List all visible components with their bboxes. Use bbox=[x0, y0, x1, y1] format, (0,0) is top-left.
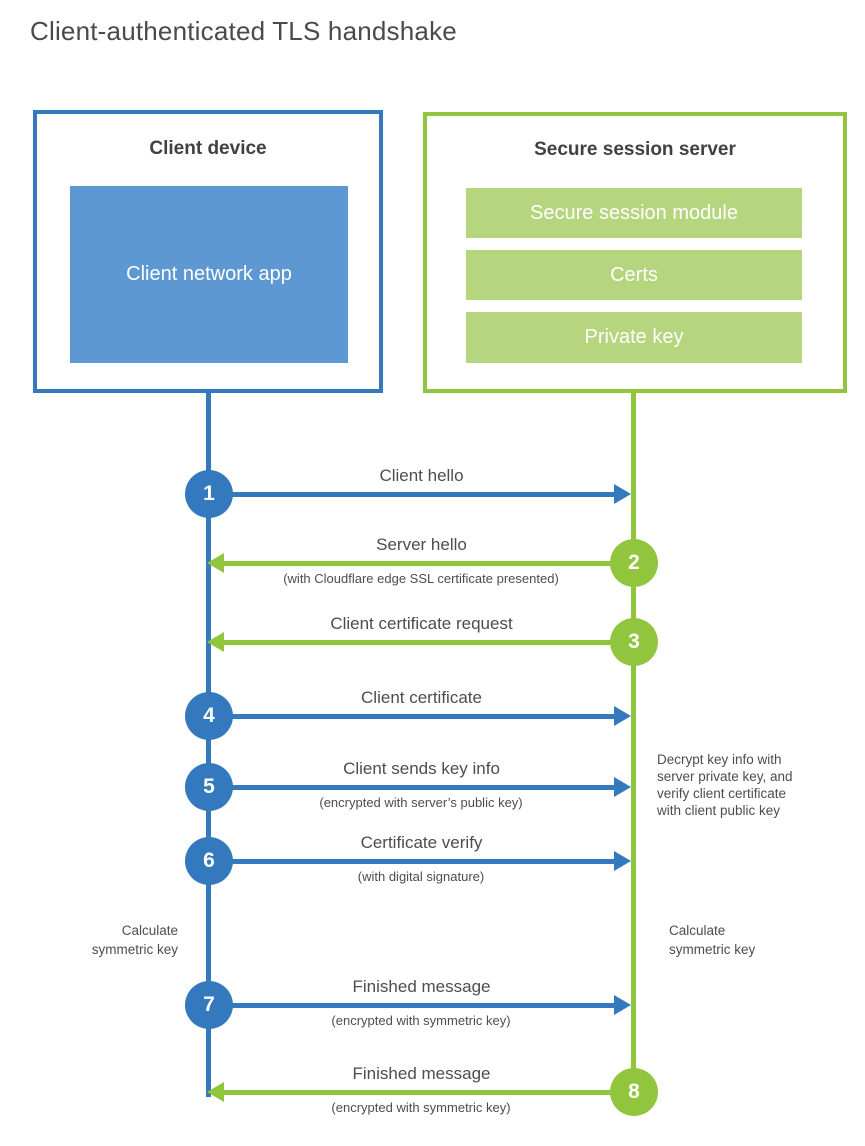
message-arrow-line bbox=[224, 561, 634, 566]
step-6-circle: 6 bbox=[185, 837, 233, 885]
step-4-circle: 4 bbox=[185, 692, 233, 740]
client-device-title: Client device bbox=[149, 138, 267, 159]
message-label: Client certificate request bbox=[330, 614, 513, 633]
arrowhead-left-icon bbox=[207, 1082, 224, 1102]
server-lifeline bbox=[631, 391, 636, 1092]
client-network-app-box: Client network app bbox=[70, 186, 348, 363]
message-label: Client hello bbox=[379, 466, 464, 485]
step-7-circle: 7 bbox=[185, 981, 233, 1029]
arrowhead-left-icon bbox=[207, 632, 224, 652]
message-label: Certificate verify bbox=[360, 833, 483, 852]
arrowhead-right-icon bbox=[614, 851, 631, 871]
step-3-circle: 3 bbox=[610, 618, 658, 666]
server-module-certs: Certs bbox=[466, 250, 802, 300]
secure-session-server-title: Secure session server bbox=[534, 139, 736, 160]
arrowhead-right-icon bbox=[614, 706, 631, 726]
message-sublabel: (encrypted with symmetric key) bbox=[331, 1100, 511, 1115]
step-8-circle: 8 bbox=[610, 1068, 658, 1116]
step-5-circle: 5 bbox=[185, 763, 233, 811]
page-title: Client-authenticated TLS handshake bbox=[30, 16, 457, 46]
calculate-symmetric-key-note-server: Calculate symmetric key bbox=[669, 923, 756, 957]
arrowhead-right-icon bbox=[614, 484, 631, 504]
decrypt-note: Decrypt key info with server private key… bbox=[657, 752, 793, 818]
arrowhead-left-icon bbox=[207, 553, 224, 573]
message-label: Server hello bbox=[376, 535, 467, 554]
message-arrow-line bbox=[209, 785, 614, 790]
message-arrow-line bbox=[209, 714, 614, 719]
arrowhead-right-icon bbox=[614, 777, 631, 797]
message-label: Finished message bbox=[352, 1064, 491, 1083]
message-arrow-line bbox=[209, 492, 614, 497]
message-arrow-line bbox=[209, 859, 614, 864]
server-module-private-key: Private key bbox=[466, 312, 802, 363]
server-module-secure-session: Secure session module bbox=[466, 188, 802, 238]
client-lifeline bbox=[206, 391, 211, 1097]
message-sublabel: (with Cloudflare edge SSL certificate pr… bbox=[283, 571, 559, 586]
message-sublabel: (encrypted with server’s public key) bbox=[319, 795, 523, 810]
message-arrow-line bbox=[224, 640, 634, 645]
step-1-circle: 1 bbox=[185, 470, 233, 518]
message-arrow-line bbox=[224, 1090, 634, 1095]
step-2-circle: 2 bbox=[610, 539, 658, 587]
arrowhead-right-icon bbox=[614, 995, 631, 1015]
message-label: Finished message bbox=[352, 977, 491, 996]
message-sublabel: (encrypted with symmetric key) bbox=[331, 1013, 511, 1028]
message-arrow-line bbox=[209, 1003, 614, 1008]
message-label: Client certificate bbox=[361, 688, 482, 707]
message-label: Client sends key info bbox=[343, 759, 500, 778]
message-sublabel: (with digital signature) bbox=[357, 869, 485, 884]
calculate-symmetric-key-note-client: Calculate symmetric key bbox=[91, 923, 178, 957]
